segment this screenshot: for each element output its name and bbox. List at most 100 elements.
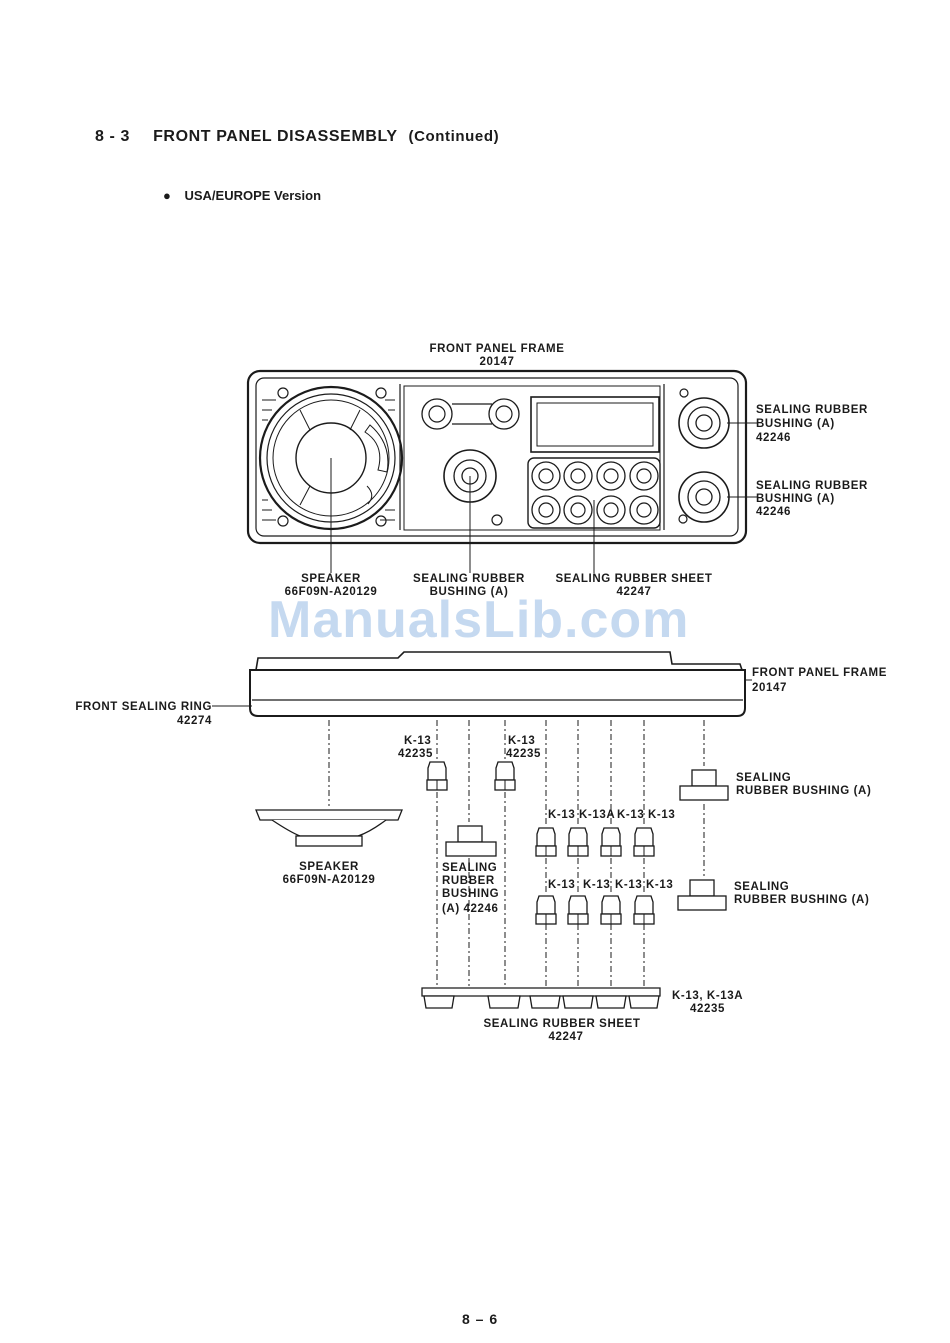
section-title: FRONT PANEL DISASSEMBLY [153, 128, 398, 145]
keypad-keys [531, 461, 659, 525]
section-heading: 8 - 3 FRONT PANEL DISASSEMBLY (Continued… [95, 128, 499, 146]
key-button-center [603, 502, 619, 518]
front-panel-top-view: FRONT PANEL FRAME 20147 SEALING RUBBER B… [246, 343, 868, 598]
front-panel-frame-outline [246, 369, 748, 545]
sealing-ring-part: 42274 [177, 715, 212, 727]
k13-left-label: K-13 [404, 735, 431, 747]
key-button-icon [629, 495, 659, 525]
key-button-center [636, 468, 652, 484]
frame-side-profile [249, 669, 746, 717]
alignment-lines [328, 720, 705, 986]
side-frame-label: FRONT PANEL FRAME [752, 667, 887, 679]
side-keys-part: 42235 [690, 1003, 725, 1015]
key-button-icon [563, 495, 593, 525]
lcd-display [530, 396, 660, 453]
side-sheet-label: SEALING RUBBER SHEET [483, 1018, 640, 1030]
key-cap-side [633, 895, 655, 925]
volume-squelch-knobs [421, 398, 520, 430]
key-row2-label-2: K-13 [583, 879, 610, 891]
screw-icon [375, 387, 387, 399]
bushing-upper-label-2: BUSHING (A) [756, 418, 835, 430]
key-cap-side [567, 895, 589, 925]
side-bushing-lower-label-2: RUBBER BUSHING (A) [734, 894, 869, 906]
k13-mid-label: K-13 [508, 735, 535, 747]
speaker-part: 66F09N-A20129 [285, 586, 378, 598]
sealing-ring-label: FRONT SEALING RING [75, 701, 212, 713]
frame-part-number: 20147 [480, 356, 515, 368]
key-cap-side [600, 895, 622, 925]
k13-mid-part: 42235 [506, 748, 541, 760]
right-bushing-lower [678, 471, 730, 523]
key-button-icon [596, 461, 626, 491]
screw-icon [277, 515, 289, 527]
key-row2-label-3: K-13 [615, 879, 642, 891]
speaker-label: SPEAKER [301, 573, 361, 585]
screw-icon [491, 514, 503, 526]
section-number: 8 - 3 [95, 128, 131, 145]
k13-left-part: 42235 [398, 748, 433, 760]
section-continued: (Continued) [408, 128, 500, 145]
bushing-upper-part: 42246 [756, 432, 791, 444]
key-cap-side [535, 827, 557, 857]
sheet-part: 42247 [617, 586, 652, 598]
key-row-lower [535, 895, 655, 925]
key-row1-label-3: K-13 [617, 809, 644, 821]
key-button-center [570, 502, 586, 518]
key-cap-side [535, 895, 557, 925]
side-bushing-lower-label-1: SEALING [734, 881, 789, 893]
key-button-icon [563, 461, 593, 491]
screw-icon [678, 514, 688, 524]
right-bushing-lower-side [677, 879, 727, 911]
key-button-icon [629, 461, 659, 491]
version-line: ● USA/EUROPE Version [163, 188, 321, 203]
side-speaker-part: 66F09N-A20129 [283, 874, 376, 886]
screw-icon [679, 388, 689, 398]
key-row2-label-1: K-13 [548, 879, 575, 891]
page-number: 8 – 6 [462, 1311, 499, 1327]
bushing-lower-label-1: SEALING RUBBER [756, 480, 868, 492]
key-cap-side [567, 827, 589, 857]
key-cap-side [633, 827, 655, 857]
key-cap-side [426, 761, 448, 791]
side-keys-label: K-13, K-13A [672, 990, 743, 1002]
side-sheet-part: 42247 [549, 1031, 584, 1043]
key-row1-label-1: K-13 [548, 809, 575, 821]
key-button-center [636, 502, 652, 518]
key-cap-side [600, 827, 622, 857]
side-center-bushing-label-3: BUSHING [442, 888, 499, 900]
key-button-center [538, 468, 554, 484]
version-label: USA/EUROPE Version [184, 188, 322, 203]
control-panel-area [403, 385, 661, 531]
key-row-upper [535, 827, 655, 857]
bushing-upper-label-1: SEALING RUBBER [756, 404, 868, 416]
side-bushing-upper-label-2: RUBBER BUSHING (A) [736, 785, 871, 797]
frame-label: FRONT PANEL FRAME [430, 343, 565, 355]
key-button-center [570, 468, 586, 484]
key-button-center [603, 468, 619, 484]
side-bushing-upper-label-1: SEALING [736, 772, 791, 784]
key-row-upper-labels: K-13 K-13A K-13 K-13 [548, 809, 675, 821]
front-panel-exploded-view: FRONT PANEL FRAME 20147 FRONT SEALING RI… [75, 651, 887, 1043]
bushing-lower-part: 42246 [756, 506, 791, 518]
right-bushing-upper-side [679, 769, 729, 801]
key-row1-label-2: K-13A [579, 809, 615, 821]
key-button-center [538, 502, 554, 518]
key-row1-label-4: K-13 [648, 809, 675, 821]
screw-icon [375, 515, 387, 527]
k13-knob-middle [494, 761, 516, 791]
key-button-icon [531, 495, 561, 525]
center-bushing-side [445, 825, 497, 857]
k13-knob-left [426, 761, 448, 791]
key-button-icon [596, 495, 626, 525]
side-center-bushing-label-2: RUBBER [442, 875, 495, 887]
key-row-lower-labels: K-13 K-13 K-13 K-13 [548, 879, 673, 891]
lcd-display-window [536, 402, 654, 447]
side-center-bushing-label-1: SEALING [442, 862, 497, 874]
bullet-icon: ● [163, 188, 171, 203]
right-bushing-upper [678, 397, 730, 449]
speaker-vent-lines [262, 399, 395, 521]
sheet-label: SEALING RUBBER SHEET [555, 573, 712, 585]
rubber-sheet-side [421, 987, 661, 1009]
